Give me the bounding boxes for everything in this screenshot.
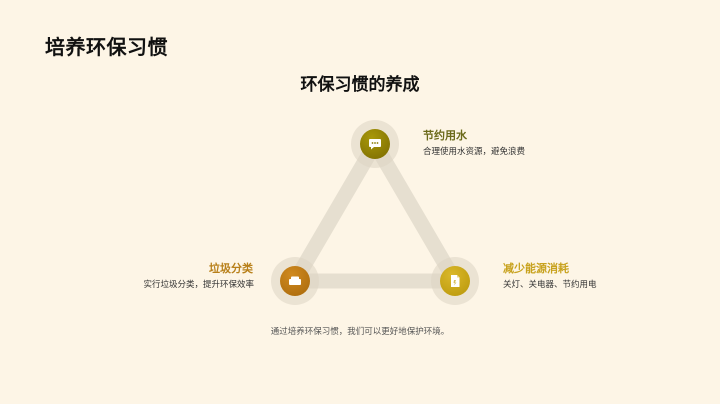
page-title: 培养环保习惯: [45, 35, 168, 59]
node-garbage[interactable]: [280, 266, 310, 296]
footer-summary: 通过培养环保习惯，我们可以更好地保护环境。: [270, 327, 450, 337]
node-energy[interactable]: [440, 266, 470, 296]
node-garbage-description: 实行垃圾分类，提升环保效率: [143, 280, 254, 290]
node-water[interactable]: [360, 129, 390, 159]
node-energy-description: 关灯、关电器、节约用电: [503, 280, 597, 290]
document-icon: [451, 275, 460, 287]
node-energy-title: 减少能源消耗: [503, 262, 569, 275]
sofa-icon: [289, 276, 301, 285]
node-water-description: 合理使用水资源，避免浪费: [423, 147, 526, 157]
node-garbage-title: 垃圾分类: [209, 262, 253, 275]
section-title: 环保习惯的养成: [300, 75, 420, 95]
node-water-title: 节约用水: [423, 129, 467, 142]
chat-bubble-icon: [369, 139, 381, 150]
